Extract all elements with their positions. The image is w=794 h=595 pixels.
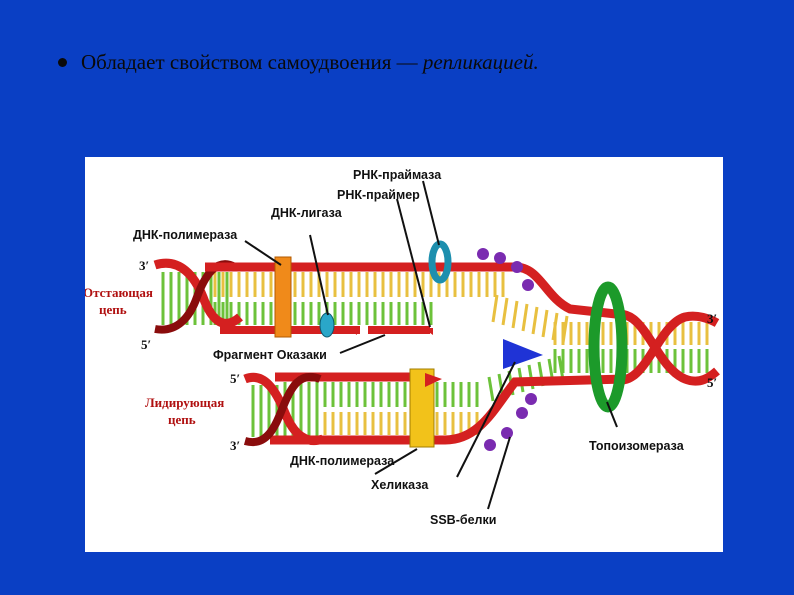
rna-primase-icon xyxy=(428,240,452,284)
end-bottom-left-5: 5′ xyxy=(230,371,240,386)
label-rna-primase: РНК-праймаза xyxy=(353,168,442,182)
base-pair xyxy=(487,376,495,402)
end-top-left-3: 3′ xyxy=(139,258,149,273)
base-pair xyxy=(557,355,565,381)
leading-helix-strand-a xyxy=(243,372,325,445)
parental-helix-strand-a xyxy=(613,309,720,386)
label-leading-strand-1: Лидирующая xyxy=(145,395,224,410)
label-topoisomerase: Топоизомераза xyxy=(589,439,685,453)
base-pair xyxy=(531,306,539,335)
dna-polymerase-bottom-arrow-icon xyxy=(425,373,442,387)
base-pair xyxy=(561,315,569,344)
label-dna-polymerase-bottom: ДНК-полимераза xyxy=(290,454,395,468)
label-lagging-strand-2: цепь xyxy=(99,302,127,317)
parental-helix-strand-b xyxy=(613,311,720,385)
end-right-5: 5′ xyxy=(707,375,717,390)
label-helicase: Хеликаза xyxy=(371,478,429,492)
leading-helix-strand-b xyxy=(243,373,322,447)
base-pair xyxy=(511,300,519,329)
end-right-3: 3′ xyxy=(707,311,717,326)
dna-replication-diagram: РНК-праймаза РНК-праймер ДНК-лигаза ДНК-… xyxy=(85,168,720,527)
label-ssb-proteins: SSB-белки xyxy=(430,513,496,527)
label-rna-primer: РНК-праймер xyxy=(337,188,420,202)
bullet-text-plain: Обладает свойством самоудвоения — xyxy=(81,50,423,74)
label-dna-polymerase-top: ДНК-полимераза xyxy=(133,228,238,242)
base-pair xyxy=(521,303,529,332)
lagging-helix-strand-a xyxy=(153,258,243,328)
helicase-icon xyxy=(503,339,543,369)
label-dna-ligase: ДНК-лигаза xyxy=(271,206,343,220)
dna-polymerase-top-icon xyxy=(274,256,292,338)
pointer-lines xyxy=(244,180,618,510)
label-okazaki-fragment: Фрагмент Оказаки xyxy=(213,348,327,362)
end-top-left-5: 5′ xyxy=(141,337,151,352)
bullet-text-italic: репликацией. xyxy=(422,50,539,74)
base-pair xyxy=(491,294,499,323)
label-lagging-strand-1: Отстающая xyxy=(85,285,153,300)
topoisomerase-icon xyxy=(588,281,628,413)
dna-ligase-icon xyxy=(319,312,335,338)
base-pair xyxy=(541,309,549,338)
base-pair xyxy=(551,312,559,341)
rna-primer-marker-2 xyxy=(423,328,433,335)
rna-primer-marker-1 xyxy=(347,328,357,335)
label-leading-strand-2: цепь xyxy=(168,412,196,427)
bullet-dot-icon xyxy=(58,57,67,67)
slide-bullet-text: Обладает свойством самоудвоения — реплик… xyxy=(58,50,539,75)
base-pairs xyxy=(161,272,709,437)
ssb-proteins-icon xyxy=(477,248,537,451)
base-pair xyxy=(501,297,509,326)
end-bottom-left-3: 3′ xyxy=(230,438,240,453)
dna-replication-figure: РНК-праймаза РНК-праймер ДНК-лигаза ДНК-… xyxy=(85,157,723,552)
leading-template-strand xyxy=(270,374,626,445)
